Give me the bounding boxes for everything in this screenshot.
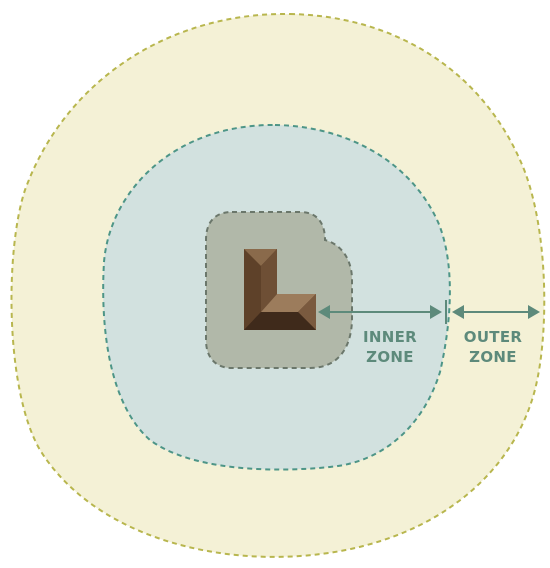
outer-zone-label-line2: ZONE [469,348,517,366]
inner-zone-label-line2: ZONE [366,348,414,366]
inner-zone-label-line1: INNER [363,328,417,346]
outer-zone-label-line1: OUTER [464,328,523,346]
